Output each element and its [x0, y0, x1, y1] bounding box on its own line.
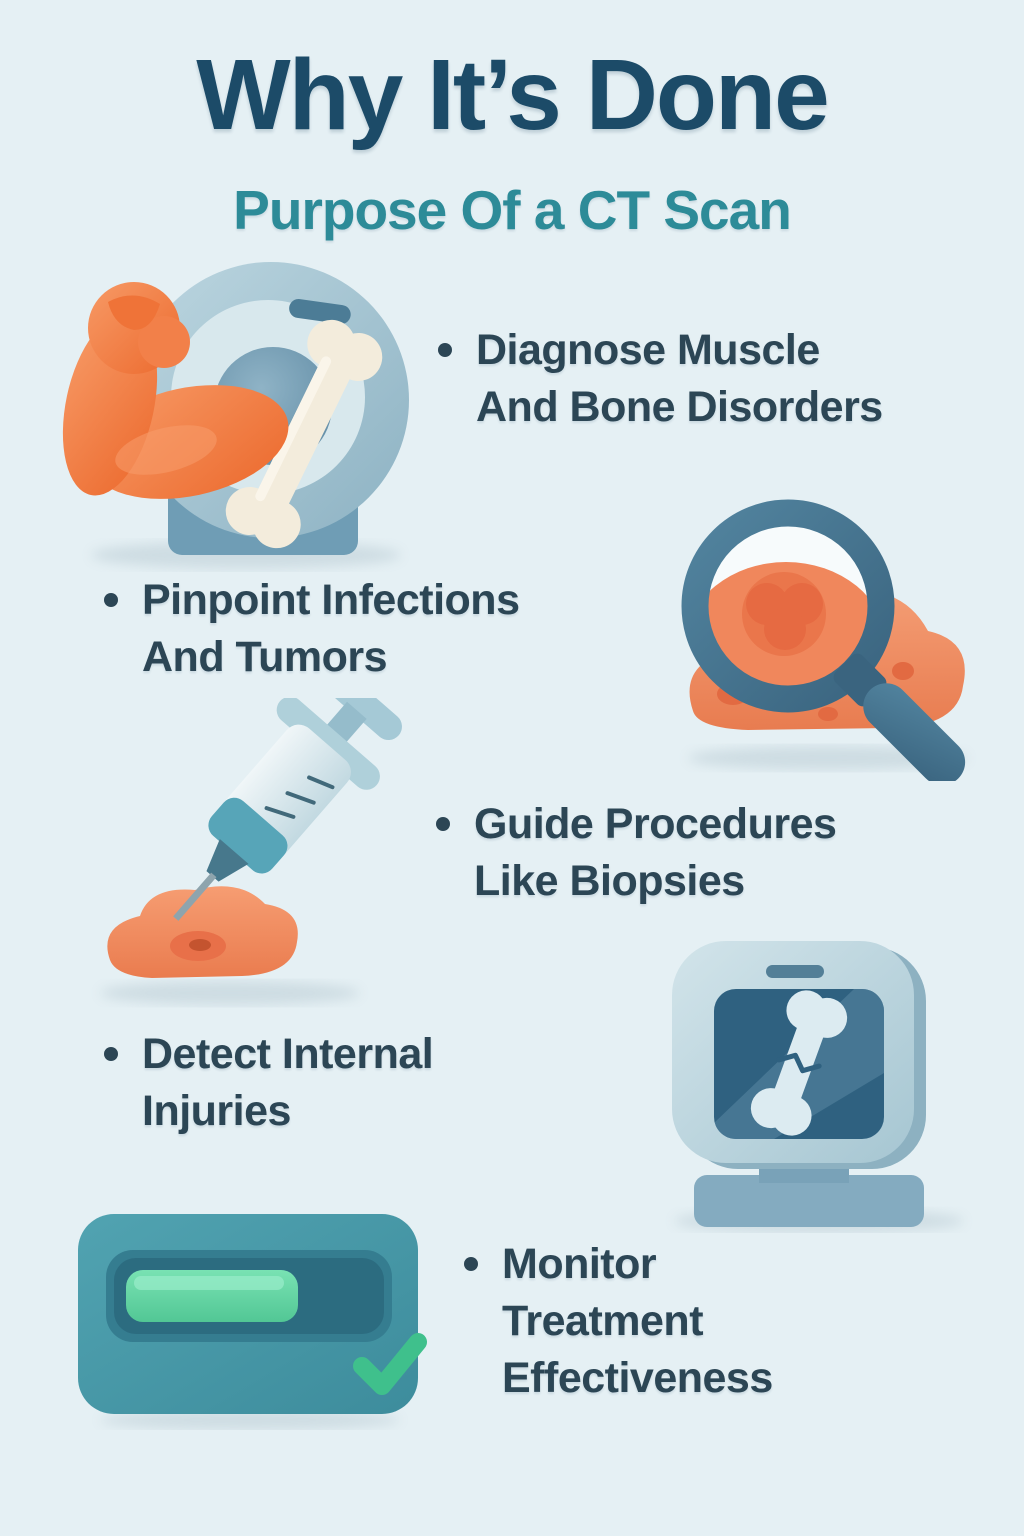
ct-scanner-muscle-bone-icon: [46, 250, 421, 580]
bullet-detect: Detect Internal Injuries: [104, 1026, 544, 1140]
bullet-dot: [464, 1257, 478, 1271]
bullet-guide: Guide Procedures Like Biopsies: [436, 796, 936, 910]
bullet-text: Diagnose Muscle And Bone Disorders: [476, 326, 883, 431]
bullet-text: Monitor Treatment Effectiveness: [502, 1240, 773, 1402]
page-subtitle: Purpose Of a CT Scan: [233, 179, 792, 241]
page-title: Why It’s Done: [196, 39, 829, 151]
bullet-text: Guide Procedures Like Biopsies: [474, 800, 837, 905]
bullet-monitor: Monitor Treatment Effectiveness: [464, 1236, 864, 1406]
bullet-dot: [436, 817, 450, 831]
bullet-dot: [104, 1047, 118, 1061]
syringe-biopsy-icon: [80, 667, 445, 1018]
magnifier-tumor-icon: [648, 486, 983, 786]
monitor-fracture-icon: [654, 933, 979, 1238]
progress-check-icon: [70, 1210, 435, 1435]
bullet-text: Pinpoint Infections And Tumors: [142, 576, 520, 681]
bullet-dot: [104, 593, 118, 607]
bullet-pinpoint: Pinpoint Infections And Tumors: [104, 572, 624, 686]
bullet-diagnose: Diagnose Muscle And Bone Disorders: [438, 322, 958, 436]
bullet-text: Detect Internal Injuries: [142, 1030, 434, 1135]
bullet-dot: [438, 343, 452, 357]
